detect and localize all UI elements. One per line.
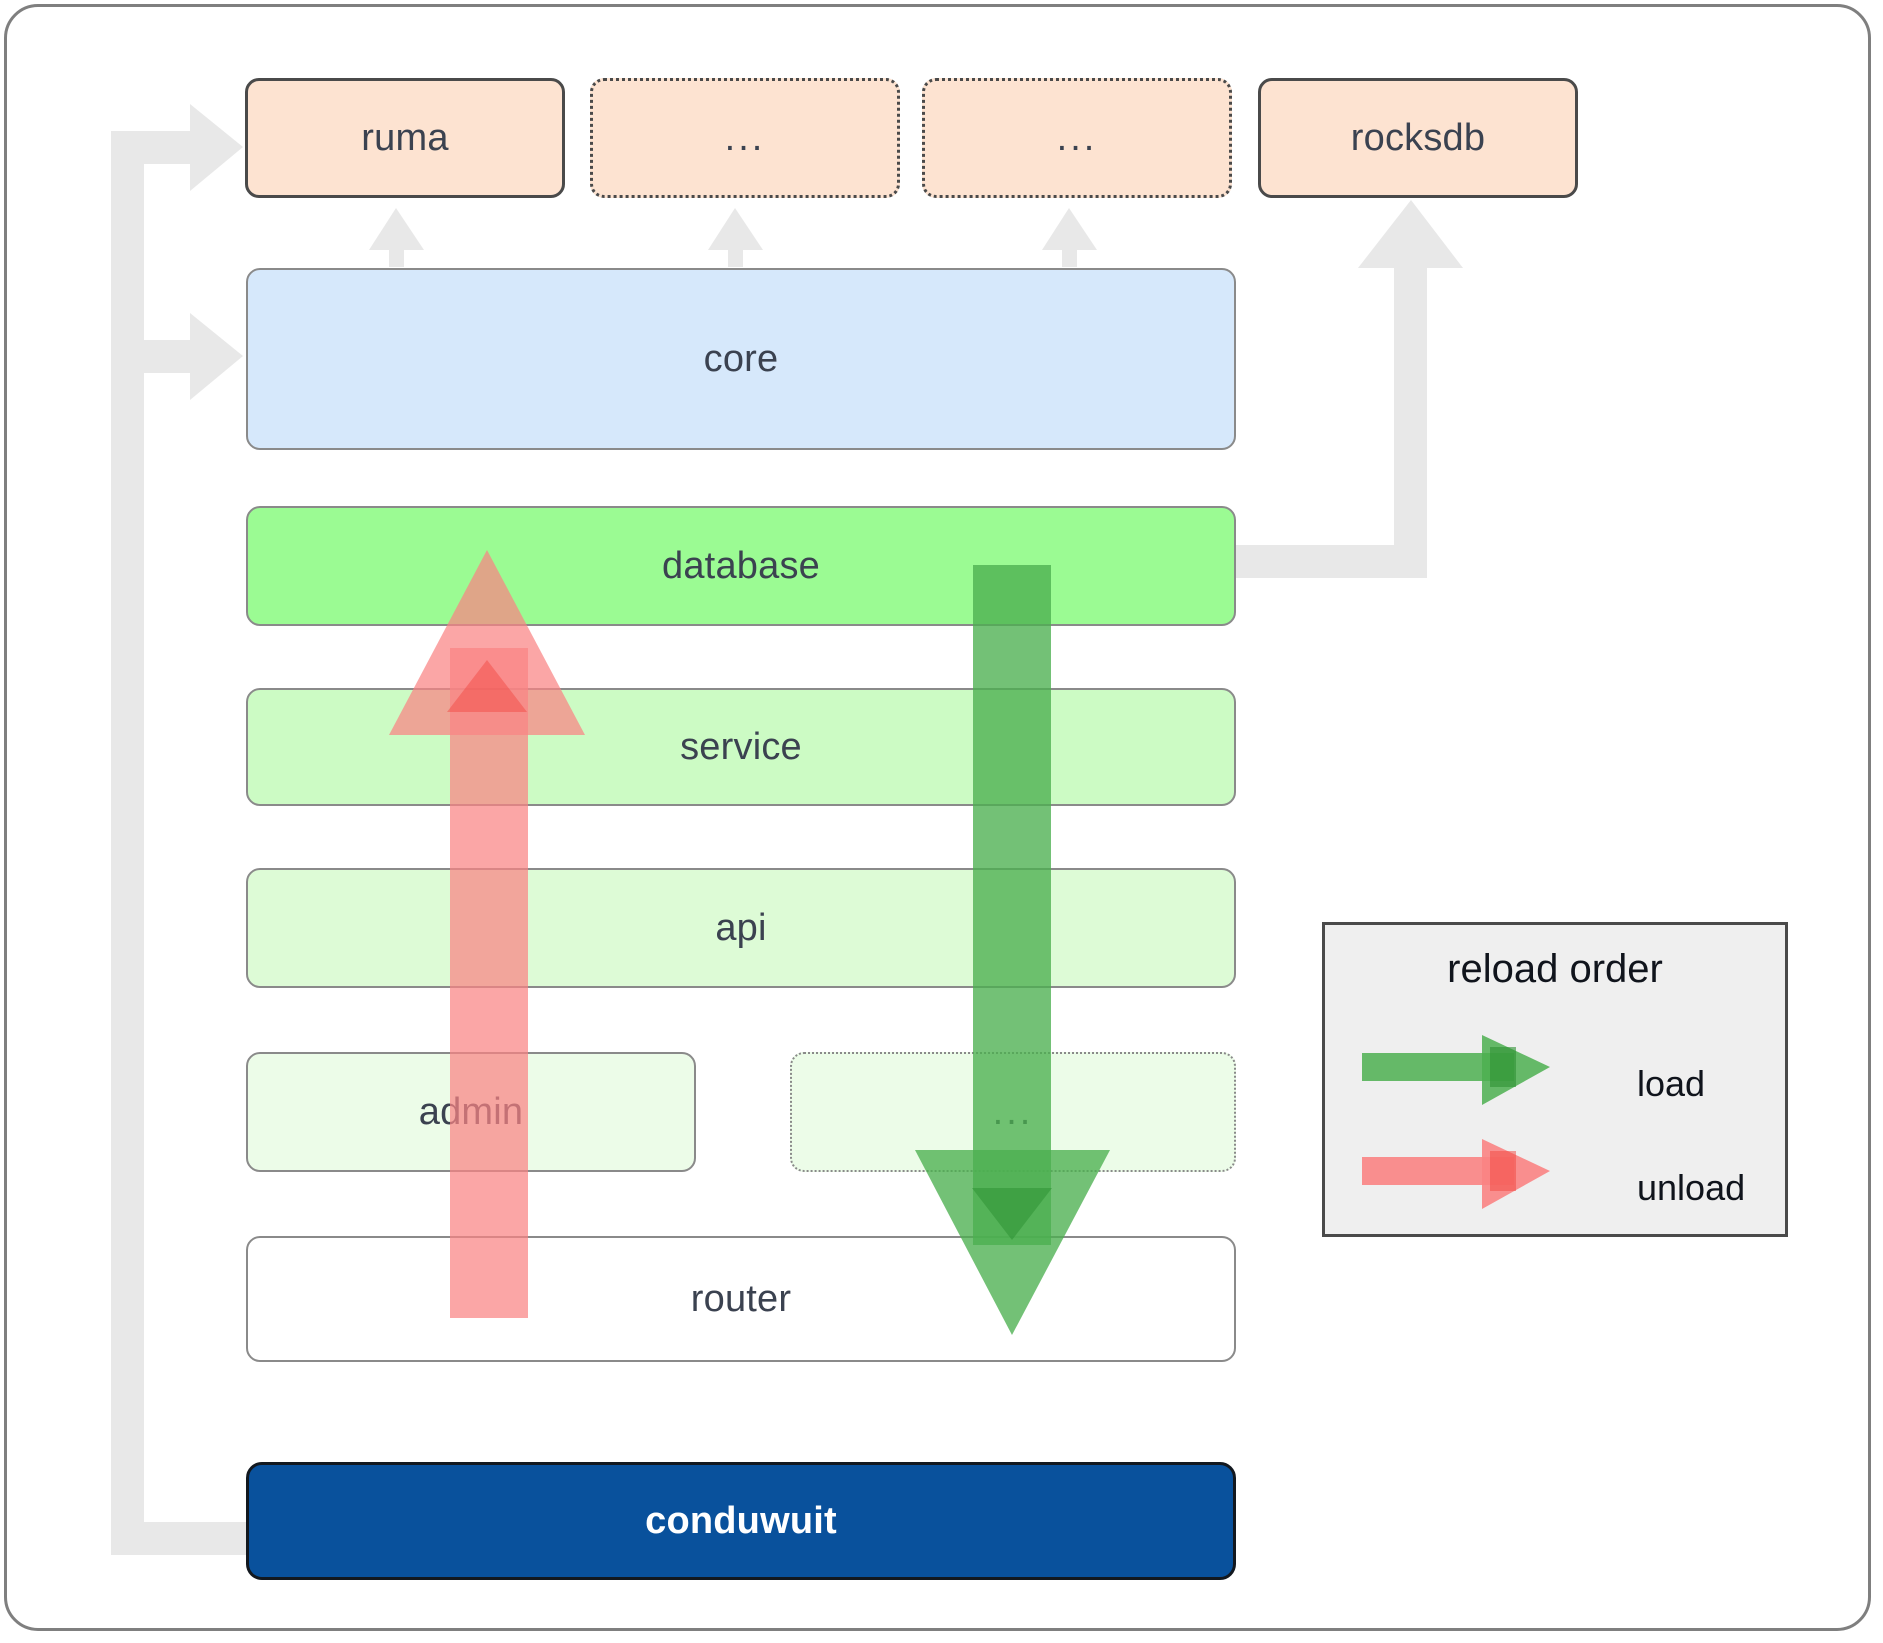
- layer-box-service[interactable]: service: [246, 688, 1236, 806]
- binary-box-conduwuit[interactable]: conduwuit: [246, 1462, 1236, 1580]
- layer-label: ...: [992, 1090, 1034, 1133]
- layer-label: api: [715, 906, 767, 949]
- layer-label: database: [662, 544, 820, 587]
- layer-box-router[interactable]: router: [246, 1236, 1236, 1362]
- external-box-label: rocksdb: [1350, 116, 1486, 159]
- layer-box-database[interactable]: database: [246, 506, 1236, 626]
- external-box-label: ...: [724, 116, 766, 159]
- legend-label-load: load: [1637, 1063, 1706, 1104]
- layer-box-api[interactable]: api: [246, 868, 1236, 988]
- layer-box-admin[interactable]: admin: [246, 1052, 696, 1172]
- layer-box-core[interactable]: core: [246, 268, 1236, 450]
- external-box-ruma[interactable]: ruma: [245, 78, 565, 198]
- layer-label: core: [703, 337, 779, 380]
- external-box-label: ruma: [361, 116, 449, 159]
- binary-label: conduwuit: [645, 1499, 837, 1542]
- external-box-placeholder-1[interactable]: ...: [590, 78, 900, 198]
- external-box-rocksdb[interactable]: rocksdb: [1258, 78, 1578, 198]
- legend-panel: reload order load unload: [1322, 922, 1788, 1237]
- legend-arrow-layer: [1362, 1035, 1550, 1209]
- layer-label: service: [680, 725, 802, 768]
- external-box-label: ...: [1056, 116, 1098, 159]
- layer-box-placeholder[interactable]: ...: [790, 1052, 1236, 1172]
- layer-label: admin: [418, 1090, 524, 1133]
- legend-label-unload: unload: [1637, 1167, 1746, 1208]
- external-box-placeholder-2[interactable]: ...: [922, 78, 1232, 198]
- legend-unload-arrow: [1362, 1139, 1550, 1209]
- legend-title: reload order: [1447, 947, 1663, 991]
- legend-load-arrow: [1362, 1035, 1550, 1105]
- layer-label: router: [690, 1277, 792, 1320]
- diagram-frame: [4, 4, 1871, 1631]
